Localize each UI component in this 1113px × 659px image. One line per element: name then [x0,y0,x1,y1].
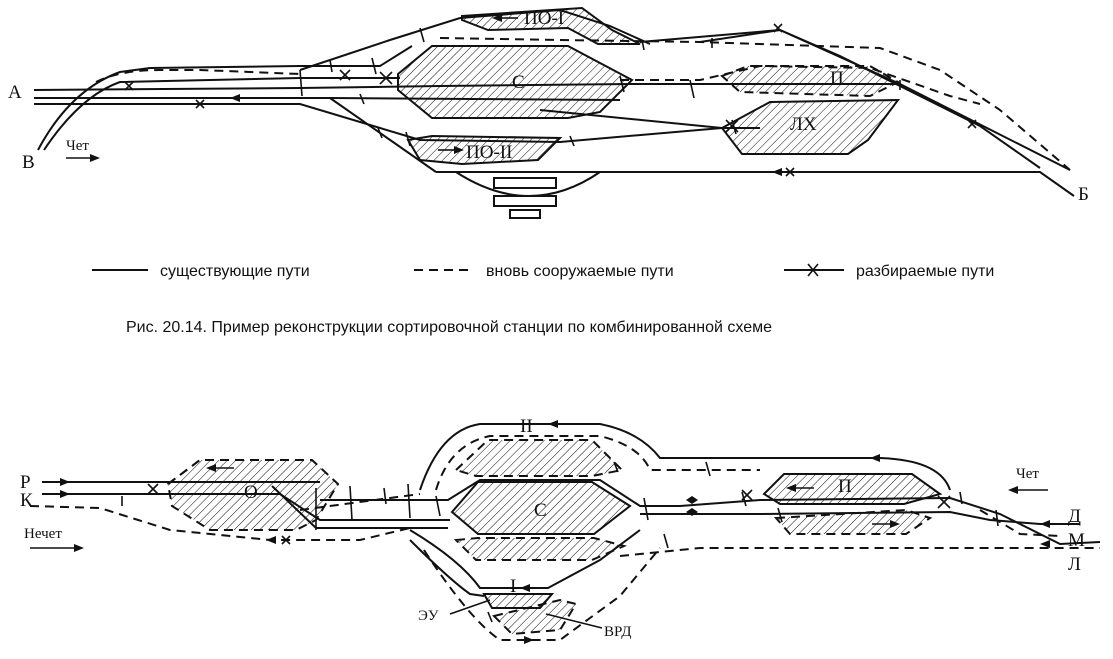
label-m: М [1068,530,1085,551]
arrow-d [1040,520,1050,528]
removed-x-marks [124,23,977,177]
arrow-v [90,154,100,162]
track-b-bottom [436,171,1075,197]
new-track-m [979,509,1061,537]
arrow-r [60,478,70,486]
track-a-main-1 [33,83,900,91]
arrow-nechet [74,544,84,552]
x-marks-2 [147,483,951,545]
new-track-o-upper [167,459,201,485]
yard-lh [720,98,901,155]
track-ii-bypass [419,423,951,491]
new-track-lower-vrd [423,547,661,641]
label-i: I [510,576,516,597]
track-diagonal-2 [539,109,760,129]
arrow-vrd [524,636,534,644]
label-ii: II [520,416,533,437]
passenger-building [493,177,557,219]
new-track-pass [299,493,421,511]
arrow-o [206,464,216,472]
label-chet2: Чет [1016,466,1039,482]
label-p2: П [838,476,852,497]
track-v-bypass [37,45,413,151]
leader-vrd [545,613,603,629]
label-o: О [244,482,258,503]
removed-track-upper-right [699,28,1041,169]
label-l: Л [1068,554,1081,575]
label-vrd: ВРД [604,624,631,640]
arrow-po2 [454,146,464,154]
label-nechet: Нечет [24,526,62,542]
track-main-through [320,479,1101,546]
arrow-pass [266,536,276,544]
yard-vrd [492,598,578,636]
arrow-i [520,584,530,592]
arrow-p2 [786,484,796,492]
legend-removed: разбираемые пути [856,263,994,280]
track-switch-marks [299,27,901,147]
label-r: Р [20,472,31,493]
label-s2: С [534,500,547,521]
label-d: Д [1068,506,1081,527]
new-track-right-p [620,64,981,105]
new-track-upper-bypass [439,37,1071,171]
legend-existing: существующие пути [160,263,310,280]
label-p: П [830,68,844,89]
leader-eu [449,599,491,615]
figure-1-station-plan: А В Б ПО-I ПО-II С П ЛХ Чет существующие… [8,6,1089,336]
label-k: К [20,490,33,511]
new-track-left-loop [95,69,301,83]
arrow-k [60,490,70,498]
track-i-lower [409,529,641,589]
figure-1-caption: Рис. 20.14. Пример реконструкции сортиро… [126,319,772,336]
new-track-l [619,547,1100,557]
label-v: В [22,152,35,173]
arrow-b-bottom [772,168,782,176]
arrow-chet2 [1008,486,1018,494]
arrow-through [870,454,880,462]
new-track-upper-ii [435,435,760,491]
label-po2: ПО-II [466,142,512,163]
arrow-po1 [492,14,502,22]
track-diagonal-1 [329,97,437,173]
label-a: А [8,82,22,103]
track-inner-lower [409,539,485,597]
yard-p2 [762,473,943,505]
track-v-upper [43,77,400,151]
arrow-p2-lower [890,520,900,528]
yard-s2-upper [454,439,625,477]
figure-2-station-plan: Р К Нечет О II С П I ЭУ ВРД Чет Д М Л [20,416,1101,644]
yard-p2-lower [773,508,933,535]
label-eu: ЭУ [418,608,439,624]
arrow-m [1040,540,1050,548]
legend: существующие пути вновь сооружаемые пути… [92,263,994,280]
arrow-a-main [230,94,240,102]
track-a-b-lower [34,103,723,144]
label-s: С [512,72,525,93]
label-chet: Чет [66,138,89,154]
label-b: Б [1078,184,1089,205]
diamond-switch-2 [686,508,698,516]
track-to-po1 [299,8,651,71]
label-lh: ЛХ [790,114,817,135]
diamond-switch-1 [686,496,698,504]
yard-s2-lower [453,537,628,561]
label-po1: ПО-I [524,8,564,29]
legend-new: вновь сооружаемые пути [486,263,674,280]
arrow-ii [548,420,558,428]
yard-p [720,65,901,98]
yard-po1 [461,6,641,45]
